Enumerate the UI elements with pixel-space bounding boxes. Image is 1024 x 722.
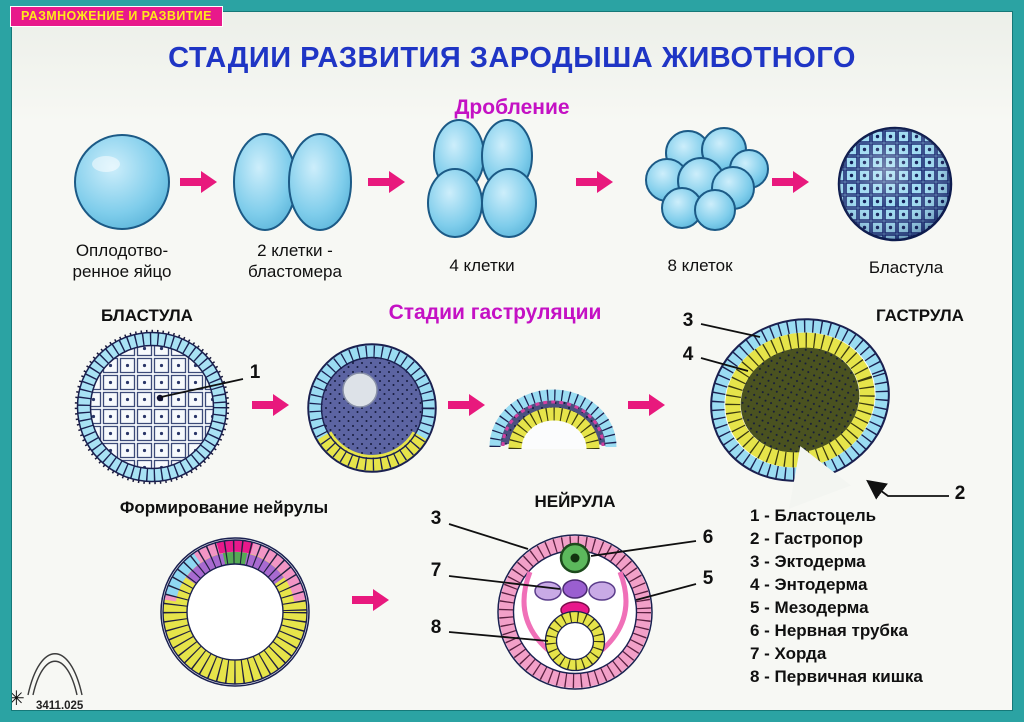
neurula-formation-figure	[160, 537, 310, 687]
poster-title: СТАДИИ РАЗВИТИЯ ЗАРОДЫША ЖИВОТНОГО	[168, 42, 856, 74]
four-cell-figure	[427, 119, 537, 238]
legend-item: 4 - Энтодерма	[750, 575, 868, 594]
callout-ectoderm-gastrula: 3	[682, 310, 694, 331]
arrow-icon	[628, 394, 665, 416]
legend-item: 6 - Нервная трубка	[750, 621, 908, 640]
legend-item: 7 - Хорда	[750, 644, 827, 663]
gastrulation-heading: Стадии гаструляции	[388, 301, 602, 324]
mid-gastrula-figure	[489, 389, 617, 450]
arrow-icon	[180, 171, 217, 193]
mesoderm-right	[588, 581, 616, 601]
legend-item: 3 - Эктодерма	[750, 552, 866, 571]
stage-label-fertilized-egg: Оплодотво- ренное яйцо	[72, 241, 172, 282]
corner-arc-doodle	[27, 653, 83, 696]
stage-label-two-cells: 2 клетки - бластомера	[248, 241, 342, 282]
legend: 1 - Бластоцель 2 - Гастропор 3 - Эктодер…	[750, 504, 1012, 688]
stage-label-eight-cells: 8 клеток	[667, 256, 733, 275]
callout-blastocoel: 1	[249, 362, 261, 383]
arrow-icon	[252, 394, 289, 416]
gastrula-label: ГАСТРУЛА	[876, 306, 964, 325]
legend-item: 8 - Первичная кишка	[750, 667, 923, 686]
arrow-icon	[772, 171, 809, 193]
eight-cell-figure	[645, 127, 769, 231]
gastrula-figure	[710, 318, 890, 509]
neurula-section-figure	[497, 534, 653, 690]
callout-endoderm-gastrula: 4	[682, 344, 694, 365]
blastula-section-figure	[74, 329, 230, 485]
callout-neural-tube: 6	[702, 527, 714, 548]
callout-ectoderm-neurula: 3	[430, 508, 442, 529]
neurula-label: НЕЙРУЛА	[534, 492, 616, 511]
blastula-section-label: БЛАСТУЛА	[101, 306, 193, 325]
arrow-icon	[352, 589, 389, 611]
legend-item: 1 - Бластоцель	[750, 506, 877, 525]
chord	[562, 579, 588, 599]
catalog-number: 3411.025	[36, 700, 84, 712]
leader-lines	[160, 323, 949, 642]
mesoderm-left	[534, 581, 562, 601]
stage-label-blastula: Бластула	[868, 258, 944, 277]
legend-item: 2 - Гастропор	[750, 529, 864, 548]
star-icon: ✳	[8, 688, 25, 710]
early-gastrula-figure	[307, 343, 437, 473]
two-cell-figure	[233, 133, 352, 231]
callout-gastropore: 2	[954, 483, 966, 504]
fertilized-egg-figure	[74, 134, 170, 230]
arrow-icon	[576, 171, 613, 193]
series-badge: РАЗМНОЖЕНИЕ И РАЗВИТИЕ	[10, 6, 223, 27]
callout-chord: 7	[430, 560, 442, 581]
legend-item: 5 - Мезодерма	[750, 598, 869, 617]
cleavage-heading: Дробление	[454, 96, 570, 119]
gastropore-opening	[789, 446, 851, 509]
callout-mesoderm: 5	[702, 568, 714, 589]
neurula-formation-label: Формирование нейрулы	[119, 498, 329, 517]
arrow-icon	[448, 394, 485, 416]
blastula-figure	[837, 126, 953, 242]
callout-primary-gut: 8	[430, 617, 442, 638]
arrow-icon	[368, 171, 405, 193]
stage-label-four-cells: 4 клетки	[449, 256, 515, 275]
